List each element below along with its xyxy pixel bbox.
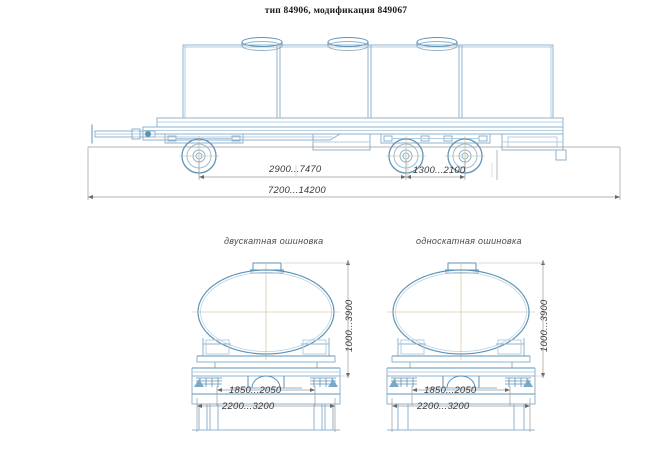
dimension-overall-width-single: 2200...3200 xyxy=(417,401,470,412)
caption-dual-tire-section: двускатная ошиновка xyxy=(224,236,324,246)
single-tire-section-geometry xyxy=(386,262,536,431)
dimension-wheelbase: 2900...7470 xyxy=(269,164,322,175)
caption-single-tire-section: односкатная ошиновка xyxy=(416,236,522,246)
dimension-overall-width-dual: 2200...3200 xyxy=(222,401,275,412)
dimension-height-dual: 1000...3900 xyxy=(344,299,355,352)
dimension-track-width-single: 1850...2050 xyxy=(424,385,477,396)
dimension-height-single: 1000...3900 xyxy=(539,299,550,352)
dimension-track-width-dual: 1850...2050 xyxy=(229,385,282,396)
dual-tire-section-geometry xyxy=(191,262,341,431)
dimension-overall-length: 7200...14200 xyxy=(268,185,326,196)
cross-section-drawings xyxy=(191,260,545,432)
dimension-rear-axle-spread: 1300...2100 xyxy=(413,165,466,176)
side-view-drawing xyxy=(87,37,621,200)
drawing-title: тип 84906, модификация 849067 xyxy=(264,6,408,16)
